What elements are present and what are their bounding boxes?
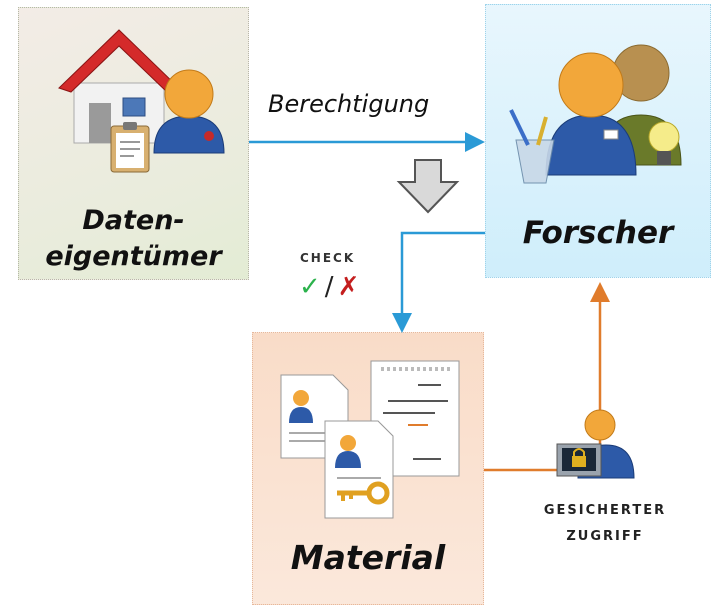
checkmark-icon: ✓ — [299, 272, 321, 302]
secure-access-user-icon — [556, 409, 635, 479]
researcher-label: Forscher — [522, 215, 674, 251]
secure-access-label: GESICHERTER ZUGRIFF — [510, 498, 700, 550]
cross-icon: ✗ — [337, 272, 360, 302]
data-owner-label: Daten- eigentümer — [19, 203, 248, 275]
data-owner-label-line1: Daten- — [82, 205, 185, 236]
researcher-box: Forscher — [485, 4, 711, 278]
check-separator: / — [324, 272, 334, 302]
data-owner-label-line2: eigentümer — [45, 241, 222, 272]
secure-access-label-line2: ZUGRIFF — [566, 529, 644, 544]
permission-label: Berechtigung — [268, 90, 430, 118]
check-symbols: ✓/✗ — [299, 272, 359, 302]
material-box: Material — [252, 332, 484, 605]
material-label: Material — [290, 538, 446, 577]
check-connector — [392, 231, 485, 333]
house-with-owner-icon — [58, 29, 225, 173]
data-owner-box: Daten- eigentümer — [18, 7, 249, 280]
secure-access-connector — [484, 282, 610, 472]
secure-access-label-line1: GESICHERTER — [543, 503, 667, 518]
researchers-group-icon — [509, 44, 682, 184]
check-label: CHECK — [300, 251, 356, 265]
documents-with-key-icon — [280, 360, 460, 519]
down-arrow-icon — [396, 159, 460, 214]
